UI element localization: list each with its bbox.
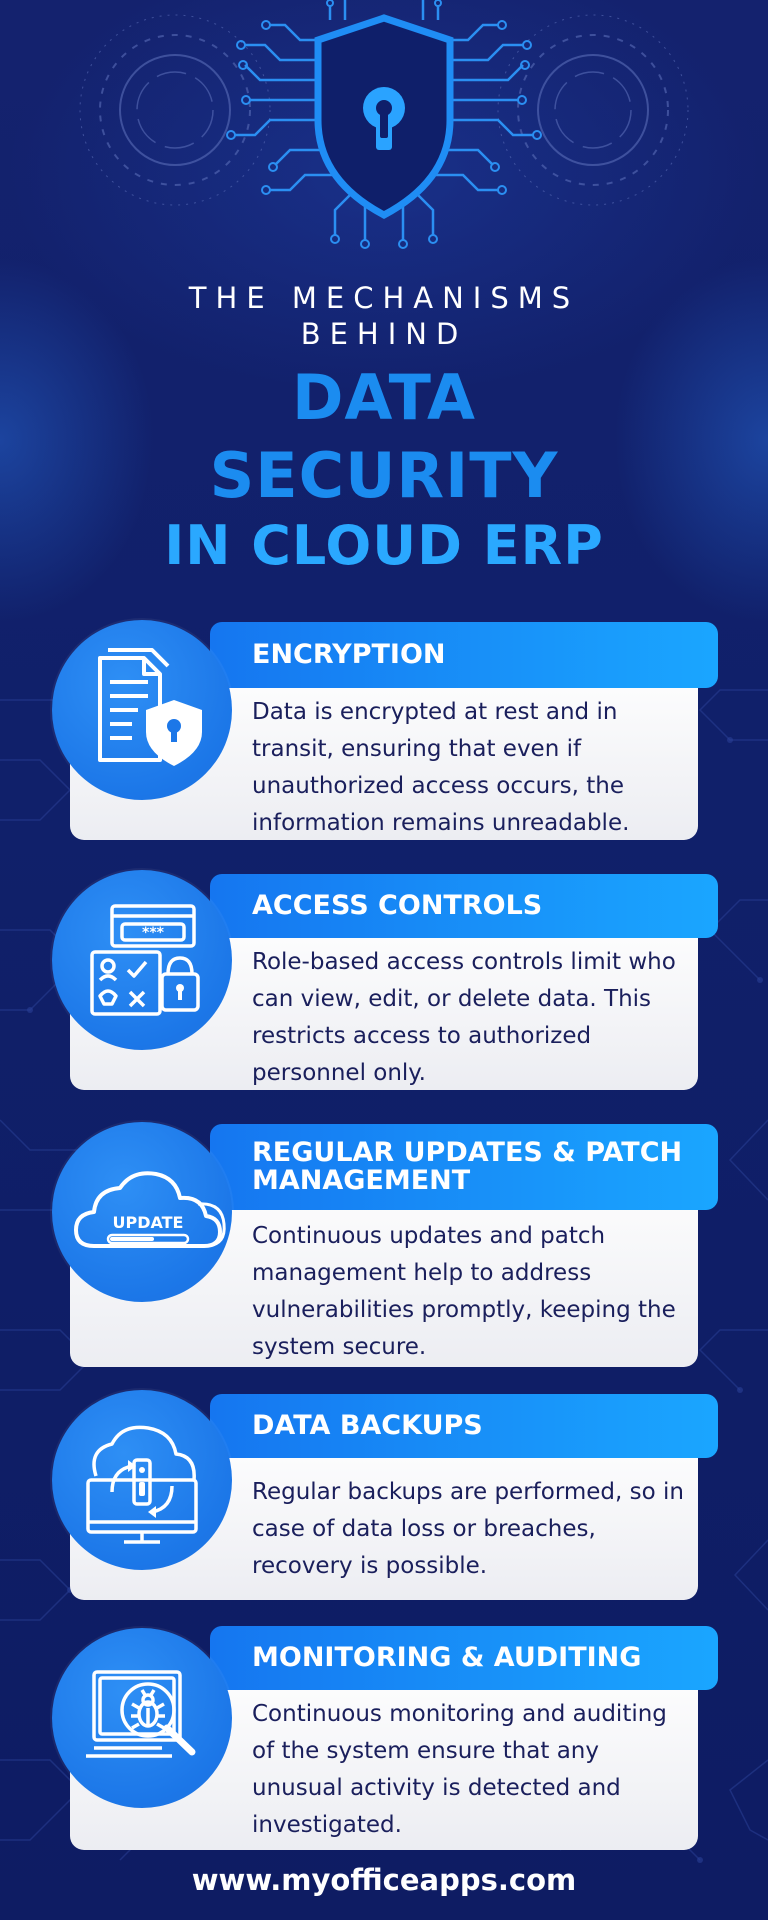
password-mask-text: *** xyxy=(142,925,165,941)
card-title-bar: DATA BACKUPS xyxy=(210,1394,718,1458)
update-label-text: UPDATE xyxy=(113,1213,184,1232)
card-title: REGULAR UPDATES & PATCH MANAGEMENT xyxy=(252,1137,683,1196)
website-url: www.myofficeapps.com xyxy=(191,1863,577,1897)
access-control-panel-icon: *** xyxy=(52,870,232,1050)
headline-line1: DATA xyxy=(291,361,477,434)
card-description: Data is encrypted at rest and in transit… xyxy=(252,699,630,836)
cloud-update-icon: UPDATE xyxy=(52,1122,232,1302)
card-title: DATA BACKUPS xyxy=(252,1410,483,1441)
card-title-bar: MONITORING & AUDITING xyxy=(210,1626,718,1690)
card-description: Continuous monitoring and auditing of th… xyxy=(252,1701,667,1838)
mechanism-card-updates: REGULAR UPDATES & PATCH MANAGEMENT UPDAT… xyxy=(0,1122,768,1372)
bug-scan-monitor-icon xyxy=(52,1628,232,1808)
security-shield-icon xyxy=(79,0,689,249)
mechanism-card-encryption: ENCRYPTION Data is encrypted at rest and… xyxy=(0,620,768,850)
encrypted-documents-icon xyxy=(52,620,232,800)
mechanism-card-monitoring: MONITORING & AUDITING Contin xyxy=(0,1620,768,1860)
mechanism-card-data-backups: DATA BACKUPS Regular back xyxy=(0,1390,768,1610)
cloud-backup-icon xyxy=(52,1390,232,1570)
card-title: MONITORING & AUDITING xyxy=(252,1642,642,1673)
headline-line2: SECURITY xyxy=(209,439,559,512)
card-title-bar: ENCRYPTION xyxy=(210,622,718,688)
mechanism-card-access-controls: ACCESS CONTROLS *** xyxy=(0,870,768,1100)
title-kicker-line2: BEHIND xyxy=(300,317,468,351)
title-kicker-line1: THE MECHANISMS xyxy=(188,281,580,315)
card-description: Regular backups are performed, so in cas… xyxy=(252,1479,684,1579)
card-description: Continuous updates and patch management … xyxy=(252,1223,676,1360)
card-title: ENCRYPTION xyxy=(252,639,446,670)
headline-line3: IN CLOUD ERP xyxy=(164,514,604,577)
card-title-bar: ACCESS CONTROLS xyxy=(210,874,718,938)
card-title-bar: REGULAR UPDATES & PATCH MANAGEMENT xyxy=(210,1124,718,1210)
card-title: ACCESS CONTROLS xyxy=(252,890,543,921)
card-description: Role-based access controls limit who can… xyxy=(252,949,676,1086)
